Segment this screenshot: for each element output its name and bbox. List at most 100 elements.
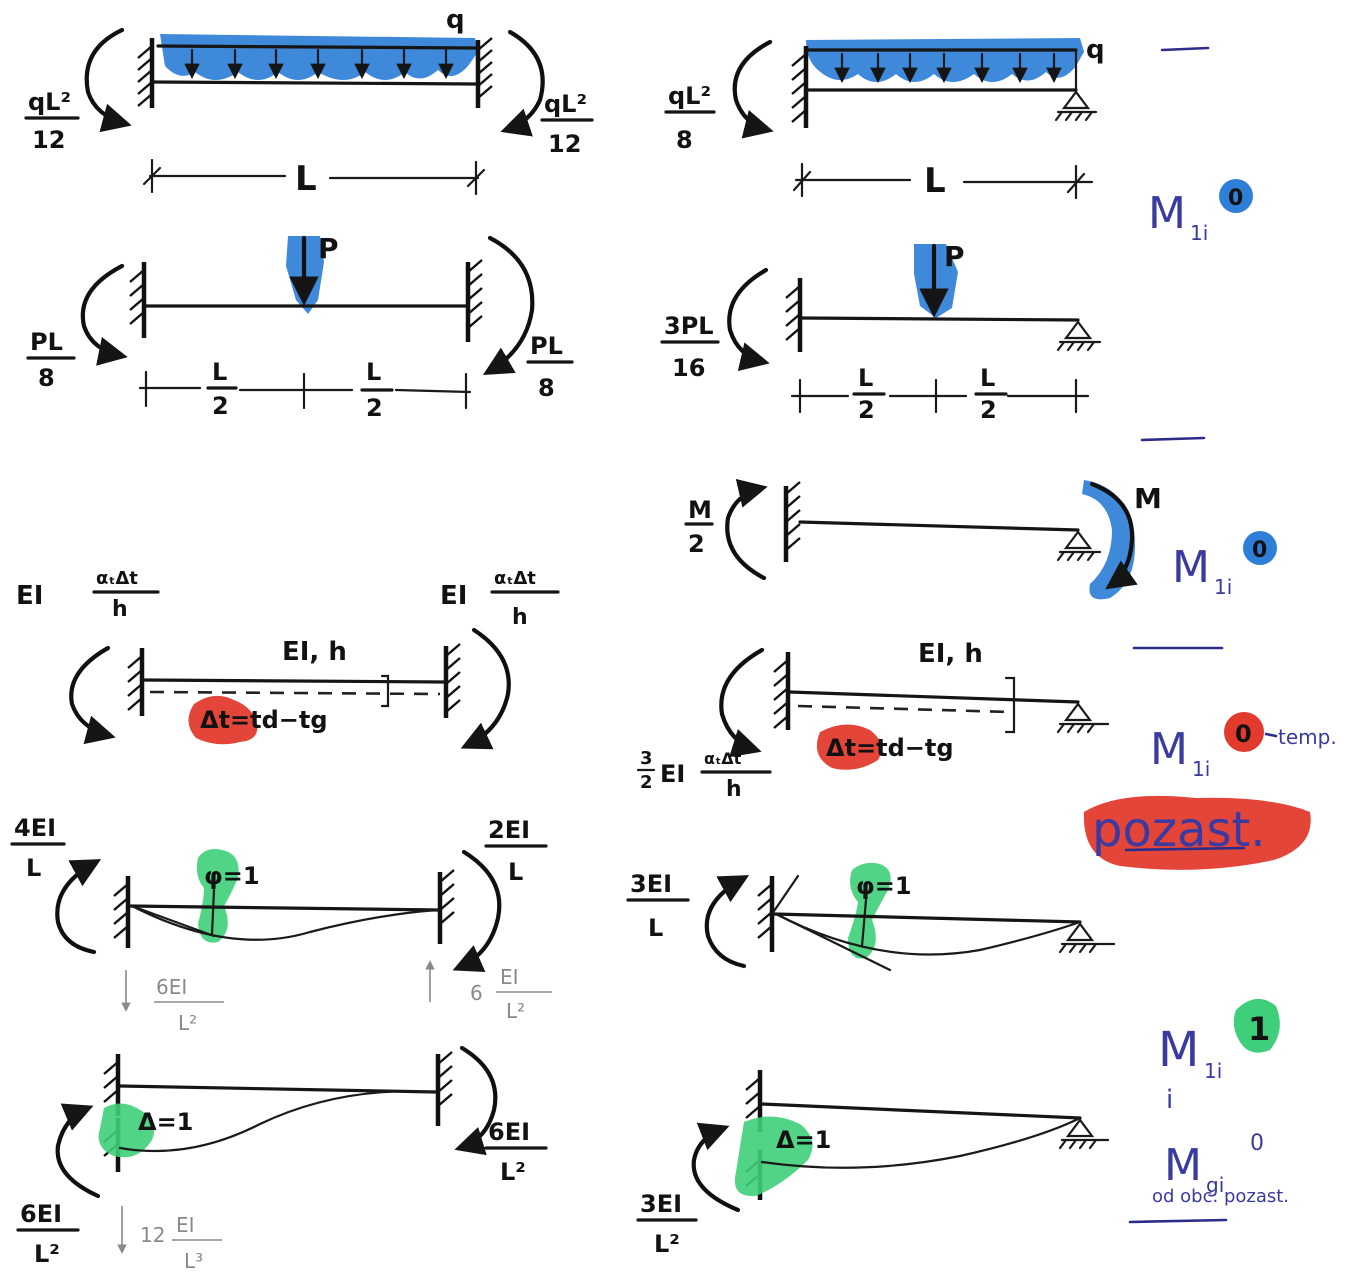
pencil-reaction-left: 6EI L²: [121, 970, 224, 1035]
right-wall-hatch: [467, 259, 483, 329]
beam-axis: [142, 678, 446, 684]
moment-arrow-left: [719, 647, 765, 758]
svg-text:8: 8: [38, 364, 55, 392]
load-label: P: [944, 240, 965, 273]
pencil-reaction: 12 EI L³: [117, 1206, 222, 1273]
moment-arrow-right: [482, 235, 535, 375]
svg-text:M: M: [1158, 1022, 1199, 1078]
svg-text:M: M: [1172, 542, 1210, 593]
svg-text:2: 2: [640, 772, 653, 793]
pin-support: [1058, 922, 1116, 954]
svg-text:6EI: 6EI: [156, 975, 187, 999]
svg-text:L: L: [212, 358, 227, 386]
moment-right-formula: EI αₜΔt h: [440, 568, 560, 630]
right-distributed-load-beam: q qL² 8 L: [664, 35, 1105, 201]
left-point-load-beam: P PL 8 PL 8 L 2 L 2: [26, 232, 574, 422]
svg-text:2: 2: [688, 530, 705, 558]
delta-label: Δ=1: [776, 1126, 831, 1154]
moment-arrow-left: [55, 1103, 101, 1199]
phi-highlight: [848, 862, 891, 959]
svg-text:2: 2: [366, 394, 383, 422]
svg-text:1i: 1i: [1214, 575, 1232, 599]
applied-moment-arrow: [1089, 481, 1138, 590]
left-wall-hatch: [137, 45, 153, 107]
beam-axis: [800, 316, 1080, 322]
section-label: EI, h: [282, 637, 347, 667]
svg-text:8: 8: [538, 374, 555, 402]
svg-text:8: 8: [676, 126, 693, 154]
margin-notes: M 1i 0 M 1i 0 M 1i 0 temp. pozast. M: [1083, 46, 1337, 1224]
svg-text:M: M: [1150, 724, 1188, 775]
svg-text:2EI: 2EI: [488, 816, 530, 844]
svg-text:16: 16: [672, 354, 705, 382]
moment-arrow-left: [80, 263, 128, 366]
right-wall-hatch: [437, 1051, 453, 1107]
moment-right-fraction: 6EI L²: [484, 1118, 548, 1186]
svg-text:12: 12: [32, 126, 65, 154]
note-m1i-0-temp: M 1i 0 temp.: [1150, 712, 1337, 781]
left-wall-hatch: [785, 481, 801, 551]
beam-axis: [128, 904, 440, 912]
svg-text:0: 0: [1250, 1131, 1264, 1156]
load-label: q: [446, 5, 465, 35]
load-arrows: [834, 52, 1062, 84]
svg-text:6: 6: [470, 981, 483, 1005]
right-wall-hatch: [445, 643, 461, 713]
svg-text:M: M: [1148, 188, 1186, 239]
moment-left-fraction: 4EI L: [10, 814, 66, 882]
svg-text:αₜΔt: αₜΔt: [96, 568, 138, 589]
svg-text:qL²: qL²: [668, 82, 711, 110]
applied-moment-highlight: [1082, 480, 1135, 600]
svg-text:temp.: temp.: [1278, 725, 1337, 749]
svg-text:2: 2: [858, 396, 875, 424]
beam-axis: [772, 912, 1082, 924]
svg-text:1i: 1i: [1192, 757, 1210, 781]
svg-text:qL²: qL²: [544, 90, 587, 118]
right-wall-hatch: [439, 869, 455, 925]
right-displacement-beam: Δ=1 3EI L²: [636, 1070, 1110, 1258]
section-bracket: [380, 674, 390, 708]
moment-arrow-left: [732, 39, 774, 139]
svg-text:1: 1: [1248, 1010, 1270, 1048]
moment-arrow-left: [725, 478, 768, 581]
note-m1i-0-a: M 1i 0: [1148, 179, 1253, 245]
svg-text:12: 12: [548, 130, 581, 158]
left-wall-hatch: [127, 655, 143, 711]
right-rotation-beam: 3EI L φ=1: [626, 862, 1116, 972]
moment-right-fraction: 2EI L: [484, 816, 548, 886]
delta-t-label: Δt=td−tg: [200, 706, 328, 734]
moment-right-fraction: qL² 12: [540, 90, 594, 158]
svg-text:PL: PL: [530, 332, 563, 360]
right-wall-hatch: [477, 37, 493, 99]
svg-text:M: M: [688, 496, 712, 524]
moment-left-fraction: 3PL 16: [660, 312, 720, 382]
svg-text:L: L: [648, 914, 663, 942]
moment-left-fraction: qL² 8: [664, 82, 716, 154]
span-dimension: L: [792, 161, 1094, 201]
delta-highlight: [734, 1116, 813, 1197]
delta-t-highlight: [816, 724, 882, 770]
svg-text:12: 12: [140, 1223, 165, 1247]
svg-text:h: h: [112, 597, 128, 622]
section-label: EI, h: [918, 639, 983, 669]
applied-moment-label: M: [1134, 482, 1162, 515]
svg-text:M: M: [1164, 1140, 1202, 1191]
svg-text:2: 2: [980, 396, 997, 424]
load-label: q: [1086, 35, 1105, 65]
moment-left-fraction: PL 8: [26, 328, 76, 392]
svg-text:L: L: [295, 159, 317, 199]
phi-label: φ=1: [204, 862, 260, 890]
moment-arrow-right: [452, 849, 502, 973]
svg-text:4EI: 4EI: [14, 814, 56, 842]
svg-text:od obc. pozast.: od obc. pozast.: [1152, 1186, 1289, 1207]
pin-support: [1058, 1118, 1110, 1150]
moment-left-formula: EI αₜΔt h: [16, 568, 160, 622]
span-dimension: L: [142, 158, 486, 199]
beam-axis: [788, 690, 1080, 704]
wall-rotation-mark: [770, 874, 800, 916]
moment-left-formula: 3 2 EI αₜΔt h: [636, 748, 772, 802]
svg-text:αₜΔt: αₜΔt: [704, 749, 742, 768]
note-mgi-0: M gi 0 od obc. pozast.: [1128, 1131, 1289, 1224]
svg-text:gi: gi: [1206, 1173, 1224, 1197]
